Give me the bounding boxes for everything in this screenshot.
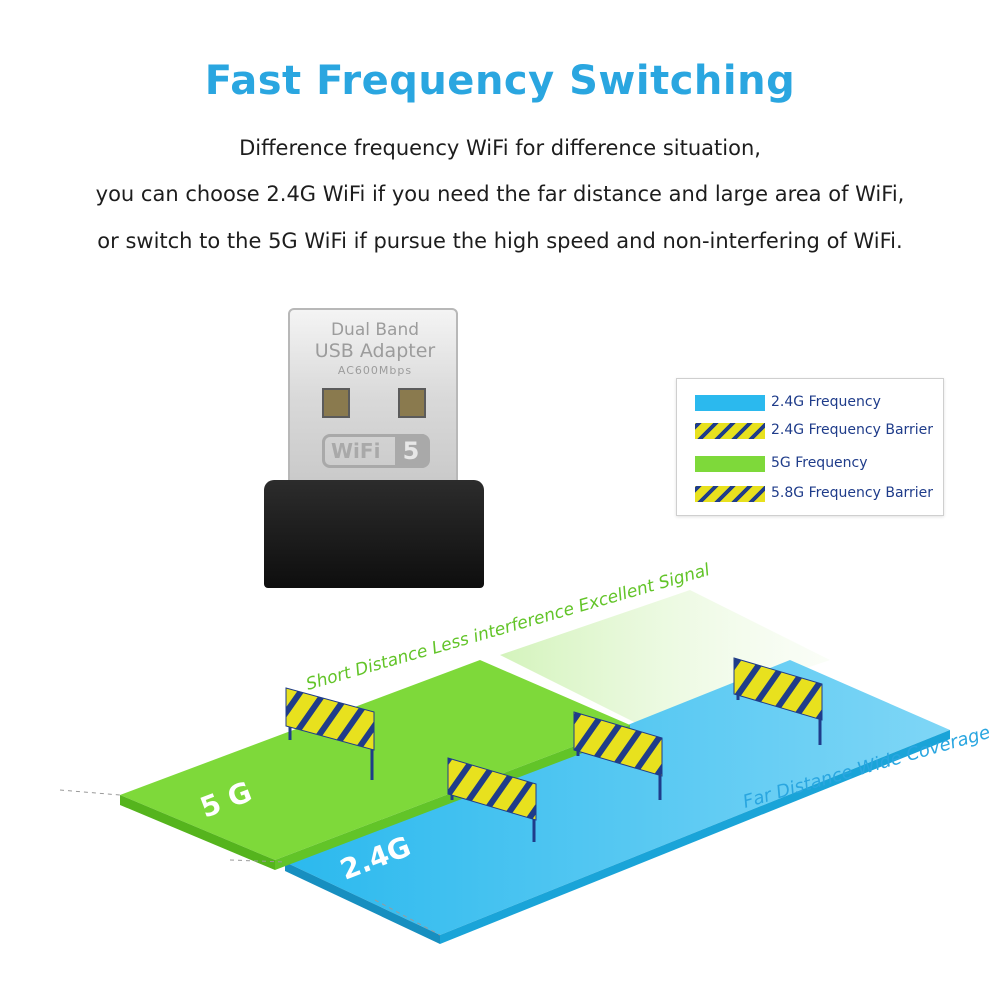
5-8g-barrier — [285, 687, 375, 780]
2-4g-plate-side — [285, 862, 440, 944]
usb-connector: Dual Band USB Adapter AC600Mbps WiFi 5 — [288, 308, 458, 488]
legend-swatch-2-4g — [695, 395, 765, 411]
legend-item: 5G Frequency — [695, 454, 945, 474]
2-4g-plate-top — [285, 660, 950, 935]
usb-adapter-image: Dual Band USB Adapter AC600Mbps WiFi 5 — [260, 308, 488, 588]
legend-item: 5.8G Frequency Barrier — [695, 484, 945, 504]
legend-label: 5G Frequency — [771, 455, 868, 471]
wifi5-logo: WiFi 5 — [322, 434, 430, 468]
legend-item: 2.4G Frequency Barrier — [695, 421, 945, 441]
usb-contact-pad — [398, 388, 426, 418]
usb-adapter-body — [264, 480, 484, 588]
legend-swatch-5-8g-barrier — [695, 486, 765, 502]
adapter-line-2: USB Adapter — [314, 340, 436, 362]
frequency-illustration: 5 G 2.4G Short Distance Less interferenc… — [59, 560, 993, 944]
5g-range-fade — [500, 590, 830, 725]
adapter-line-3: AC600Mbps — [337, 364, 413, 377]
5g-plate-side — [120, 795, 275, 870]
wifi-logo-number: 5 — [395, 434, 427, 468]
legend-item: 2.4G Frequency — [695, 393, 945, 413]
page-title: Fast Frequency Switching — [204, 58, 796, 104]
wifi-logo-word: WiFi — [331, 439, 381, 463]
legend-label: 5.8G Frequency Barrier — [771, 485, 934, 501]
adapter-line-1: Dual Band — [330, 320, 420, 340]
legend-label: 2.4G Frequency — [771, 394, 881, 410]
description-line-1: Difference frequency WiFi for difference… — [239, 136, 761, 160]
legend-swatch-5g — [695, 456, 765, 472]
5g-plate-top — [120, 660, 630, 860]
legend: 2.4G Frequency 2.4G Frequency Barrier 5G… — [676, 378, 944, 516]
legend-swatch-2-4g-barrier — [695, 423, 765, 439]
2-4g-barrier — [573, 711, 663, 800]
usb-contact-pad — [322, 388, 350, 418]
2-4g-plate-front — [440, 730, 950, 944]
2-4g-barrier — [447, 757, 537, 842]
description-line-2: you can choose 2.4G WiFi if you need the… — [95, 182, 905, 206]
2-4g-barrier — [733, 657, 823, 745]
legend-label: 2.4G Frequency Barrier — [771, 422, 934, 438]
description-line-3: or switch to the 5G WiFi if pursue the h… — [97, 229, 903, 253]
